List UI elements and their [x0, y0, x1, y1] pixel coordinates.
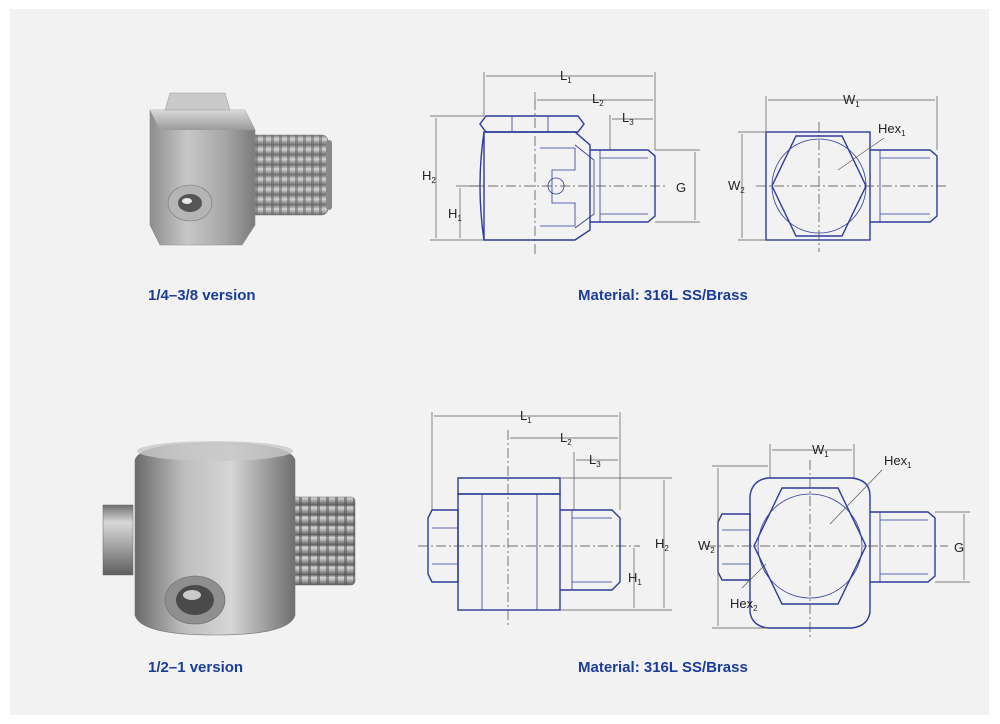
label-H1-small: H1: [448, 206, 462, 223]
photo-nozzle-large: [102, 441, 356, 636]
top-view-large: [706, 444, 970, 640]
label-H2-small: H2: [422, 168, 436, 185]
label-H1-large: H1: [628, 570, 642, 587]
label-Hex2-large: Hex2: [730, 596, 758, 613]
caption-large-version: 1/2–1 version: [148, 659, 244, 676]
label-L1-small: L1: [560, 68, 572, 85]
label-L1-large: L1: [520, 408, 532, 425]
label-G-large: G: [954, 540, 964, 555]
label-L2-small: L2: [592, 91, 604, 108]
label-L3-small: L3: [622, 110, 634, 127]
label-W2-large: W2: [698, 538, 715, 555]
label-L2-large: L2: [560, 430, 572, 447]
label-G-small: G: [676, 180, 686, 195]
label-W1-small: W1: [843, 92, 860, 109]
label-Hex1-small: Hex1: [878, 121, 906, 138]
top-view-small: [738, 96, 948, 252]
photo-nozzle-small: [149, 92, 332, 246]
caption-large-material: Material: 316L SS/Brass: [578, 659, 748, 676]
caption-small-material: Material: 316L SS/Brass: [578, 287, 748, 304]
caption-small-version: 1/4–3/8 version: [148, 287, 256, 304]
label-L3-large: L3: [589, 452, 601, 469]
label-W2-small: W2: [728, 178, 745, 195]
label-W1-large: W1: [812, 442, 829, 459]
label-Hex1-large: Hex1: [884, 453, 912, 470]
side-view-small: [430, 72, 700, 255]
side-view-large: [418, 412, 672, 625]
label-H2-large: H2: [655, 536, 669, 553]
